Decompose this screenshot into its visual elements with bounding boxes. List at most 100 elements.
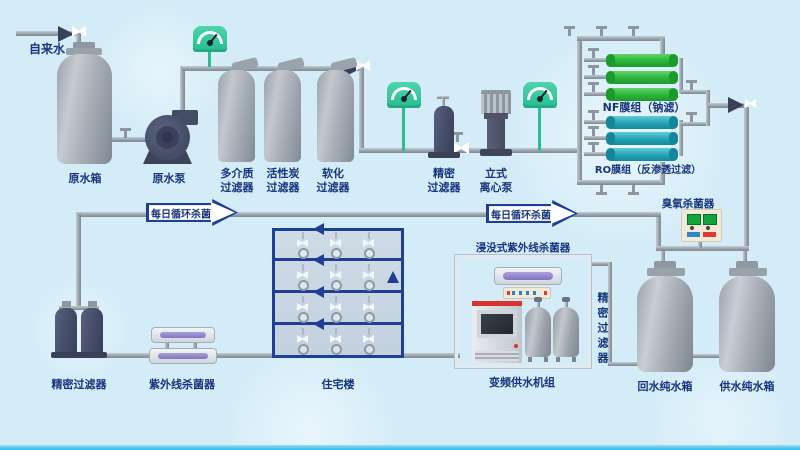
label-softener-1: 软化 — [322, 167, 344, 180]
pipe-stub — [584, 120, 608, 124]
pipe-membrane-top — [577, 36, 665, 41]
vessel-stem — [537, 300, 540, 308]
pipe-filter-top-run — [182, 66, 364, 71]
faucet-icon — [297, 232, 309, 259]
faucet-icon — [330, 264, 342, 291]
pipe-supply-cap — [743, 251, 747, 269]
return-pure-water-tank — [637, 276, 693, 372]
flow-arrow-icon — [728, 97, 744, 113]
ozone-knob — [706, 226, 710, 230]
daily-cycle-text: 每日循环杀菌 — [491, 210, 551, 221]
cabinet-grill — [475, 351, 519, 361]
valve-icon — [628, 26, 639, 36]
floor-line — [275, 258, 401, 261]
label-uv-sterilizer: 紫外线杀菌器 — [149, 378, 215, 391]
supply-tank-lid — [736, 261, 758, 269]
label-return-tank: 回水纯水箱 — [637, 380, 693, 393]
faucet-icon — [363, 328, 375, 355]
faucet-icon — [363, 232, 375, 259]
faucet-icon — [363, 296, 375, 323]
flow-arrow-icon — [58, 26, 74, 42]
pipe-down-after-softener — [359, 69, 364, 150]
ozone-display — [687, 214, 701, 225]
valve-icon — [588, 48, 599, 58]
cabinet-indicator — [514, 344, 518, 348]
valve-icon — [596, 185, 607, 195]
pipe-tank-to-pump — [110, 137, 150, 142]
flow-arrow-icon — [313, 223, 324, 235]
nf-membrane-capsule — [606, 54, 678, 67]
raw-tank-cap — [66, 48, 102, 55]
filter-top-knob — [442, 98, 445, 108]
valve-icon — [588, 142, 599, 152]
floor-line — [275, 322, 401, 325]
gauge-dial — [391, 87, 417, 100]
valve-bowtie-icon — [453, 142, 469, 154]
label-raw-pump: 原水泵 — [152, 172, 186, 185]
uv-lamp-bar — [503, 272, 553, 280]
ozone-red-indicator — [703, 232, 716, 237]
filter-flange — [77, 352, 107, 358]
valve-icon — [588, 126, 599, 136]
valve-icon — [686, 112, 697, 122]
pipe-tank-manifold — [656, 246, 749, 251]
filter-flange — [428, 152, 460, 158]
pipe-ro-out — [681, 122, 709, 126]
floor-line — [275, 290, 401, 293]
pipe-frame-right-bottom — [660, 162, 665, 183]
pipe-mid-run — [359, 148, 581, 153]
pipe-membrane-bottom — [577, 180, 665, 185]
valve-icon — [686, 80, 697, 90]
pipe-frame-right-top — [660, 39, 665, 58]
filter-neck — [62, 301, 71, 307]
nf-membrane-capsule — [606, 71, 678, 84]
label-carbon-1: 活性炭 — [266, 167, 300, 180]
label-raw-tank: 原水箱 — [68, 172, 102, 185]
label-building: 住宅楼 — [321, 378, 355, 391]
pressure-vessel — [525, 307, 551, 362]
valve-icon — [628, 185, 639, 195]
pipe-to-supply-tank — [744, 107, 749, 248]
uv-connector — [193, 339, 197, 350]
pipe-permeate-out — [708, 103, 744, 108]
pipe-unit-stub — [590, 262, 612, 266]
multi-media-filter — [218, 70, 255, 162]
gauge-stem — [402, 106, 405, 151]
label-precision-bottom: 精密过滤器 — [51, 378, 107, 391]
uv-control-strip — [503, 287, 551, 299]
daily-cycle-text: 每日循环杀菌 — [151, 209, 211, 220]
valve-icon — [596, 26, 607, 36]
pressure-gauge-icon — [193, 26, 227, 52]
control-cabinet — [472, 301, 522, 363]
faucet-icon — [297, 328, 309, 355]
pipe-stub — [584, 75, 608, 79]
label-precision-top-1: 精密 — [433, 167, 455, 180]
residential-building — [272, 223, 404, 358]
vertical-pump-motor — [481, 94, 511, 114]
gauge-dial — [527, 87, 553, 100]
flow-arrow-icon — [387, 271, 399, 283]
pipe-ozone-pole — [698, 240, 702, 248]
pipe-junction — [706, 90, 710, 126]
valve-icon — [588, 82, 599, 92]
vessel-knob — [534, 297, 542, 302]
faucet-icon — [297, 296, 309, 323]
pipe-cycle-down — [656, 213, 661, 246]
gauge-stem — [538, 106, 541, 151]
ro-membrane-capsule — [606, 132, 678, 145]
valve-icon — [564, 26, 575, 36]
pipe-pump-riser — [180, 66, 185, 116]
return-tank-cap — [647, 268, 685, 276]
pump-base — [480, 149, 512, 156]
ozone-sterilizer — [681, 209, 722, 242]
nf-membrane-capsule — [606, 88, 678, 101]
pipe-stub — [584, 152, 608, 156]
raw-water-tank — [57, 54, 112, 164]
raw-pump-hub — [162, 132, 173, 143]
strip-red-light — [544, 291, 547, 295]
pipe-unit-down — [608, 262, 612, 364]
daily-cycle-label-left: 每日循环杀菌 — [146, 199, 238, 226]
vfd-supply-unit-box — [455, 255, 591, 368]
pump-motor-top — [481, 90, 511, 95]
label-vertical-pump-1: 立式 — [485, 167, 507, 180]
